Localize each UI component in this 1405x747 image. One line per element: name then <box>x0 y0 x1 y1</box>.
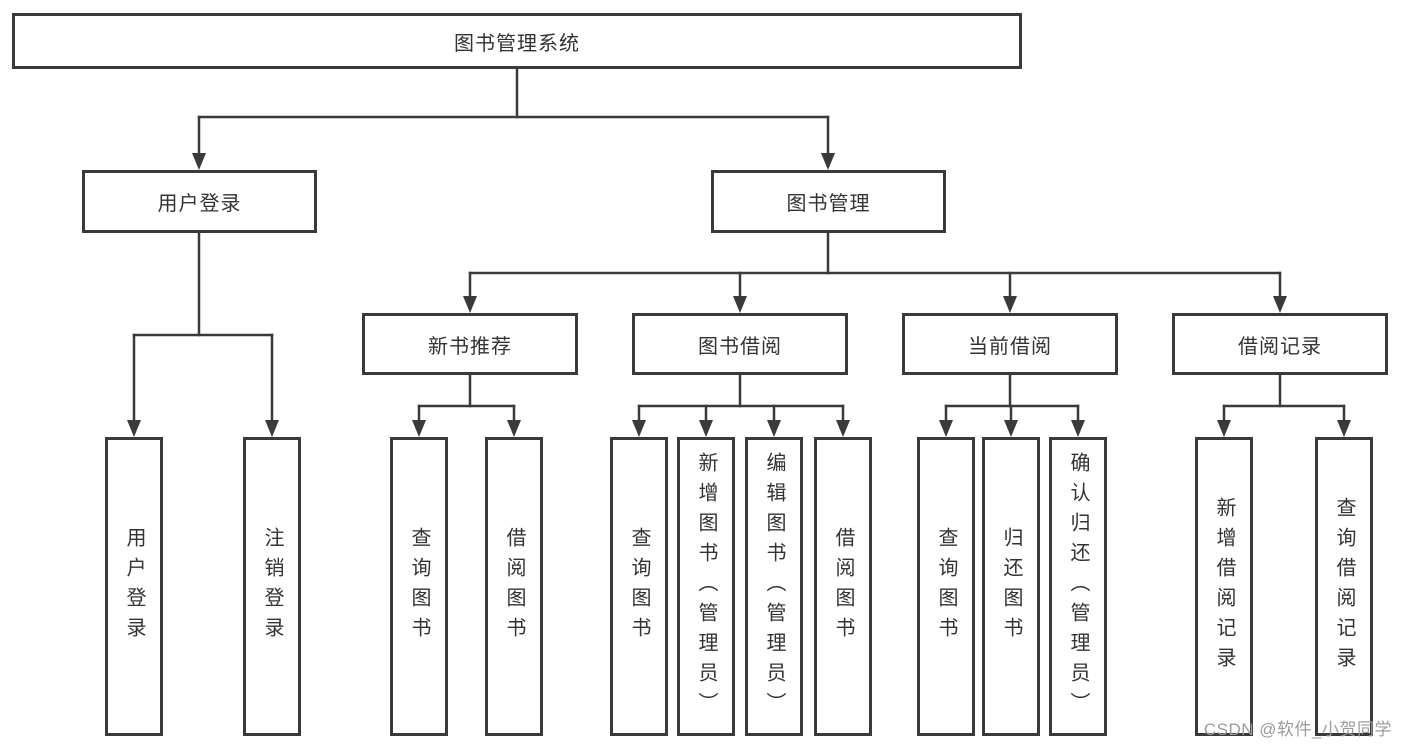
node-label: 当前借阅 <box>968 335 1052 358</box>
node-query-books-current: 查询图书 <box>917 437 975 736</box>
arrowhead-down-icon <box>412 420 426 437</box>
node-new-book-recommendation: 新书推荐 <box>362 313 578 375</box>
node-label: 图书管理系统 <box>454 32 580 55</box>
arrowhead-down-icon <box>632 420 646 437</box>
node-label: 用户登录 <box>157 193 242 215</box>
node-label: 图书借阅 <box>698 335 782 358</box>
arrowhead-down-icon <box>507 420 521 437</box>
arrowhead-down-icon <box>192 153 206 170</box>
node-query-books-borrowing: 查询图书 <box>610 437 668 736</box>
connector-group-3 <box>412 373 521 437</box>
arrowhead-down-icon <box>767 420 781 437</box>
node-label: 注销登录 <box>261 526 283 647</box>
connector-group-2 <box>463 231 1287 313</box>
node-edit-book-admin: 编辑图书（管理员） <box>745 437 803 736</box>
node-query-borrow-record: 查询借阅记录 <box>1315 437 1373 736</box>
node-current-borrowing: 当前借阅 <box>902 313 1118 375</box>
arrowhead-down-icon <box>699 420 713 437</box>
node-label: 借阅记录 <box>1238 335 1322 358</box>
node-label: 归还图书 <box>1000 526 1022 647</box>
node-add-book-admin: 新增图书（管理员） <box>677 437 735 736</box>
node-borrow-books-recommend: 借阅图书 <box>485 437 543 736</box>
arrowhead-down-icon <box>127 420 141 437</box>
node-book-management: 图书管理 <box>711 170 946 233</box>
node-confirm-return-admin: 确认归还（管理员） <box>1049 437 1107 736</box>
connector-group-5 <box>939 373 1085 437</box>
watermark: CSDN @软件_小贺同学 <box>1203 720 1392 739</box>
node-book-borrowing: 图书借阅 <box>632 313 848 375</box>
connector-group-4 <box>632 373 850 437</box>
node-label: 新增图书（管理员） <box>695 451 717 722</box>
arrowhead-down-icon <box>463 296 477 313</box>
node-label: 查询图书 <box>408 526 430 647</box>
node-library-management-system: 图书管理系统 <box>12 13 1022 69</box>
node-label: 图书管理 <box>786 193 871 215</box>
node-label: 查询借阅记录 <box>1333 496 1355 677</box>
node-label: 查询图书 <box>935 526 957 647</box>
arrowhead-down-icon <box>939 420 953 437</box>
node-query-books-recommend: 查询图书 <box>390 437 448 736</box>
arrowhead-down-icon <box>1003 296 1017 313</box>
node-user-login: 用户登录 <box>82 170 317 233</box>
node-label: 新增借阅记录 <box>1213 496 1235 677</box>
node-return-book: 归还图书 <box>982 437 1040 736</box>
node-label: 借阅图书 <box>503 526 525 647</box>
connector-group-0 <box>192 67 835 170</box>
arrowhead-down-icon <box>1337 420 1351 437</box>
arrowhead-down-icon <box>1217 420 1231 437</box>
arrowhead-down-icon <box>733 296 747 313</box>
node-label: 用户登录 <box>123 526 145 647</box>
node-label: 确认归还（管理员） <box>1067 451 1089 722</box>
arrowhead-down-icon <box>1004 420 1018 437</box>
node-label: 新书推荐 <box>428 335 512 358</box>
node-label: 借阅图书 <box>832 526 854 647</box>
node-label: 查询图书 <box>628 526 650 647</box>
node-label: 编辑图书（管理员） <box>763 451 785 722</box>
arrowhead-down-icon <box>265 420 279 437</box>
node-logout-leaf: 注销登录 <box>243 437 301 736</box>
node-user-login-leaf: 用户登录 <box>105 437 163 736</box>
arrowhead-down-icon <box>1273 296 1287 313</box>
arrowhead-down-icon <box>1071 420 1085 437</box>
node-borrow-books-leaf: 借阅图书 <box>814 437 872 736</box>
node-borrowing-records: 借阅记录 <box>1172 313 1388 375</box>
connector-group-1 <box>127 231 279 437</box>
node-add-borrow-record: 新增借阅记录 <box>1195 437 1253 736</box>
arrowhead-down-icon <box>821 153 835 170</box>
arrowhead-down-icon <box>836 420 850 437</box>
connector-group-6 <box>1217 373 1351 437</box>
